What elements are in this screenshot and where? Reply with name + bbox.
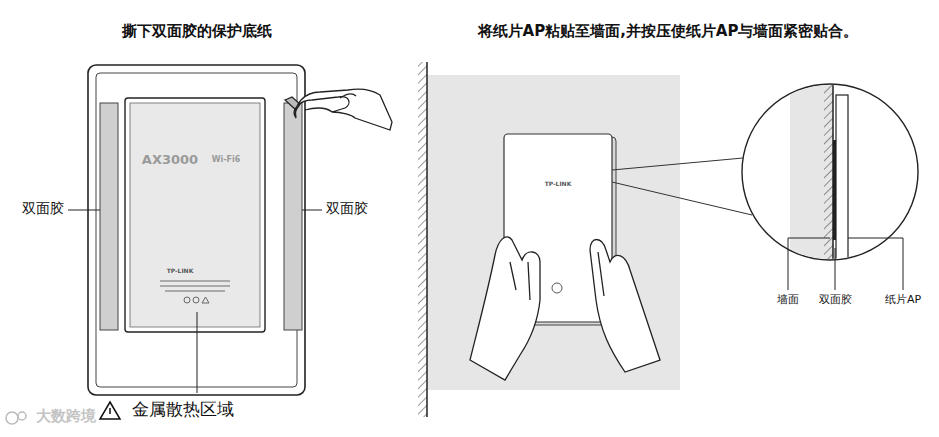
part-label: 墙面 — [777, 293, 799, 306]
watermark-logo — [6, 412, 26, 424]
product-mark: Wi-Fi6 — [212, 155, 241, 165]
product-model: AX3000 — [142, 152, 198, 168]
brand-logo: TP-LINK — [167, 267, 194, 274]
part-label: 双面胶 — [22, 200, 64, 217]
part-label: 金属散热区域 — [132, 399, 234, 419]
magnifier — [612, 80, 918, 290]
step-heading: 撕下双面胶的保护底纸 — [122, 22, 272, 40]
wall — [418, 62, 680, 417]
hand — [285, 89, 392, 130]
part-label: 双面胶 — [326, 200, 368, 217]
step-heading: 将纸片AP粘贴至墙面,并按压使纸片AP与墙面紧密贴合。 — [478, 22, 859, 40]
device-back — [68, 65, 322, 419]
brand-logo: TP-LINK — [545, 180, 572, 187]
hands — [470, 237, 660, 380]
watermark: 大数跨境 — [36, 407, 96, 425]
part-label: 纸片AP — [885, 293, 921, 306]
part-label: 双面胶 — [819, 293, 852, 306]
